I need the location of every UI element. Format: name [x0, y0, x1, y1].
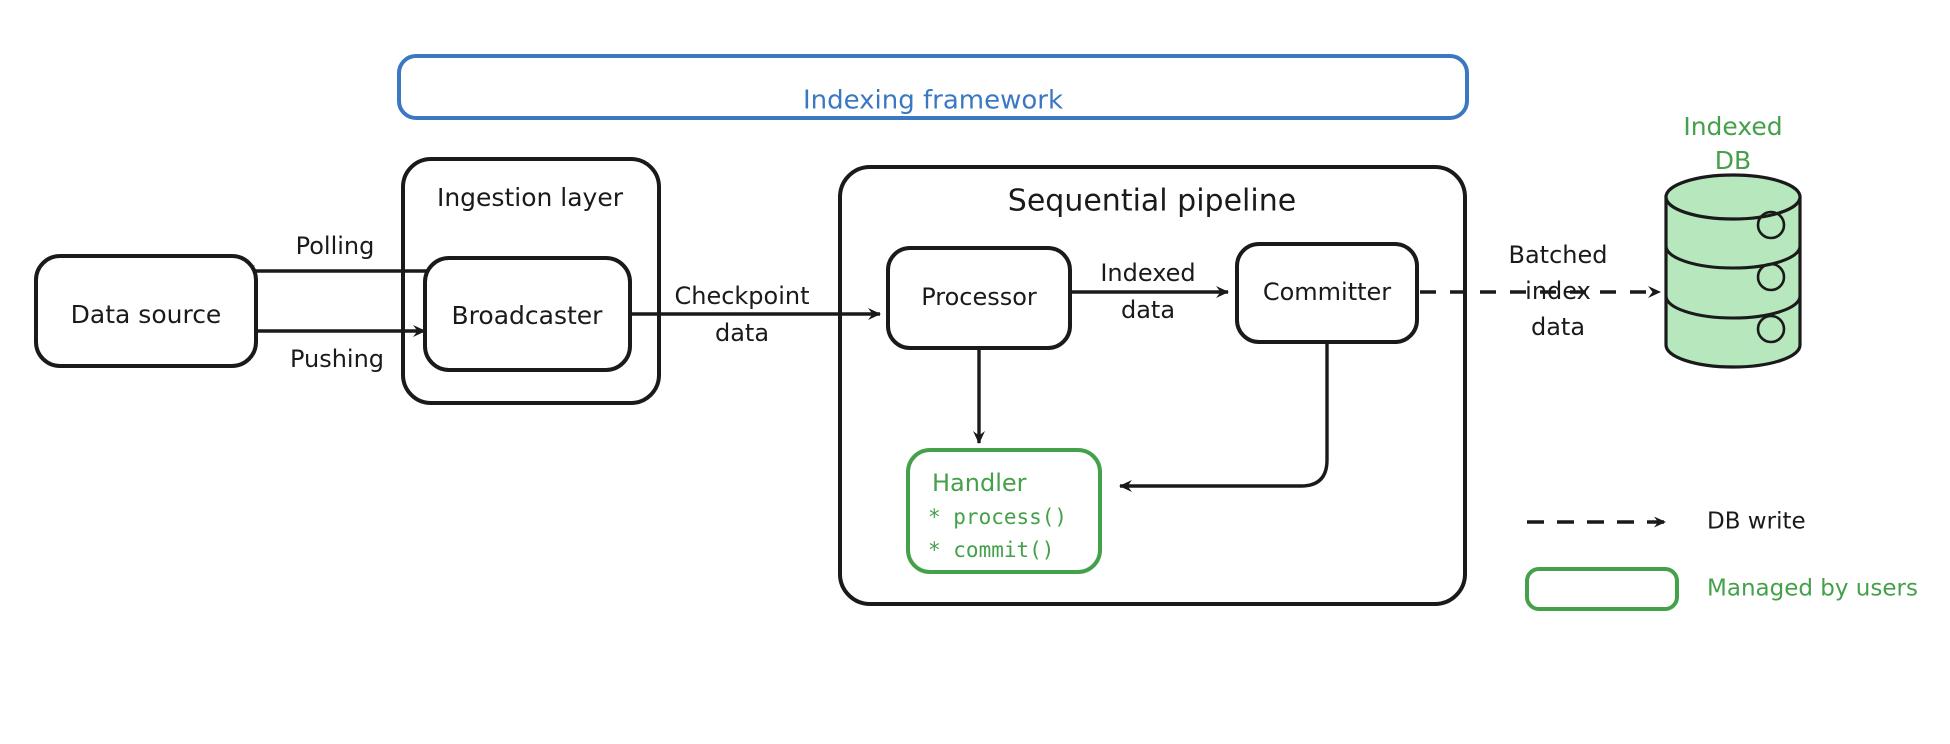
polling-edge: Polling	[242, 232, 428, 277]
checkpoint-data-edge: Checkpoint data	[630, 282, 881, 347]
processor-node[interactable]: Processor	[886, 246, 1072, 350]
legend-green-box-icon	[1525, 567, 1679, 611]
checkpoint-data-label-line2: data	[715, 319, 769, 347]
indexed-data-edge: Indexed data	[1070, 259, 1229, 324]
indexed-db-label-line1: Indexed	[1683, 112, 1782, 141]
pushing-edge: Pushing	[247, 325, 426, 373]
processor-label: Processor	[921, 283, 1037, 311]
indexed-data-label-line1: Indexed	[1100, 259, 1195, 287]
checkpoint-data-label-line1: Checkpoint	[674, 282, 809, 310]
indexed-db-label-line2: DB	[1715, 146, 1751, 175]
committer-node[interactable]: Committer	[1235, 242, 1419, 344]
legend-db-write-label: DB write	[1707, 509, 1806, 535]
handler-title: Handler	[932, 469, 1027, 497]
legend: DB write Managed by users	[1525, 509, 1918, 611]
indexed-db-indicator-2-icon	[1756, 262, 1786, 292]
indexing-framework-label: Indexing framework	[803, 86, 1063, 116]
committer-to-handler-arrow	[1119, 342, 1329, 492]
indexing-framework-box	[397, 54, 1469, 120]
handler-method-process: * process()	[928, 505, 1067, 529]
handler-method-commit: * commit()	[928, 538, 1054, 562]
legend-managed-by-users-label: Managed by users	[1707, 576, 1918, 602]
batched-index-label-line1: Batched	[1509, 241, 1608, 269]
indexed-db-indicator-3-icon	[1756, 314, 1786, 344]
indexed-db-divider-1	[1664, 245, 1802, 270]
indexed-db-indicator-1-icon	[1756, 210, 1786, 240]
polling-label: Polling	[296, 232, 375, 260]
indexed-db-cylinder-top	[1664, 173, 1802, 221]
data-source-box[interactable]	[34, 254, 258, 368]
broadcaster-node[interactable]: Broadcaster	[423, 256, 632, 372]
batched-index-data-edge: Batched index data	[1420, 241, 1661, 341]
batched-index-label-line2: index	[1525, 277, 1591, 305]
indexed-db-node[interactable]: Indexed DB	[1664, 112, 1802, 369]
indexed-db-divider-2	[1664, 295, 1802, 320]
committer-to-handler-edge	[1119, 342, 1329, 492]
batched-index-label-line3: data	[1531, 313, 1585, 341]
indexed-db-cylinder-body	[1664, 195, 1802, 369]
sequential-pipeline-label: Sequential pipeline	[1008, 184, 1296, 219]
broadcaster-label: Broadcaster	[452, 301, 604, 330]
handler-box[interactable]	[906, 448, 1102, 574]
data-source-label: Data source	[71, 300, 222, 329]
pushing-label: Pushing	[290, 345, 384, 373]
ingestion-layer-label: Ingestion layer	[437, 183, 624, 212]
committer-label: Committer	[1263, 278, 1391, 306]
indexing-framework-banner: Indexing framework	[397, 54, 1469, 120]
handler-node[interactable]: Handler * process() * commit()	[906, 448, 1102, 574]
data-source-node[interactable]: Data source	[34, 254, 258, 368]
indexed-data-label-line2: data	[1121, 296, 1175, 324]
